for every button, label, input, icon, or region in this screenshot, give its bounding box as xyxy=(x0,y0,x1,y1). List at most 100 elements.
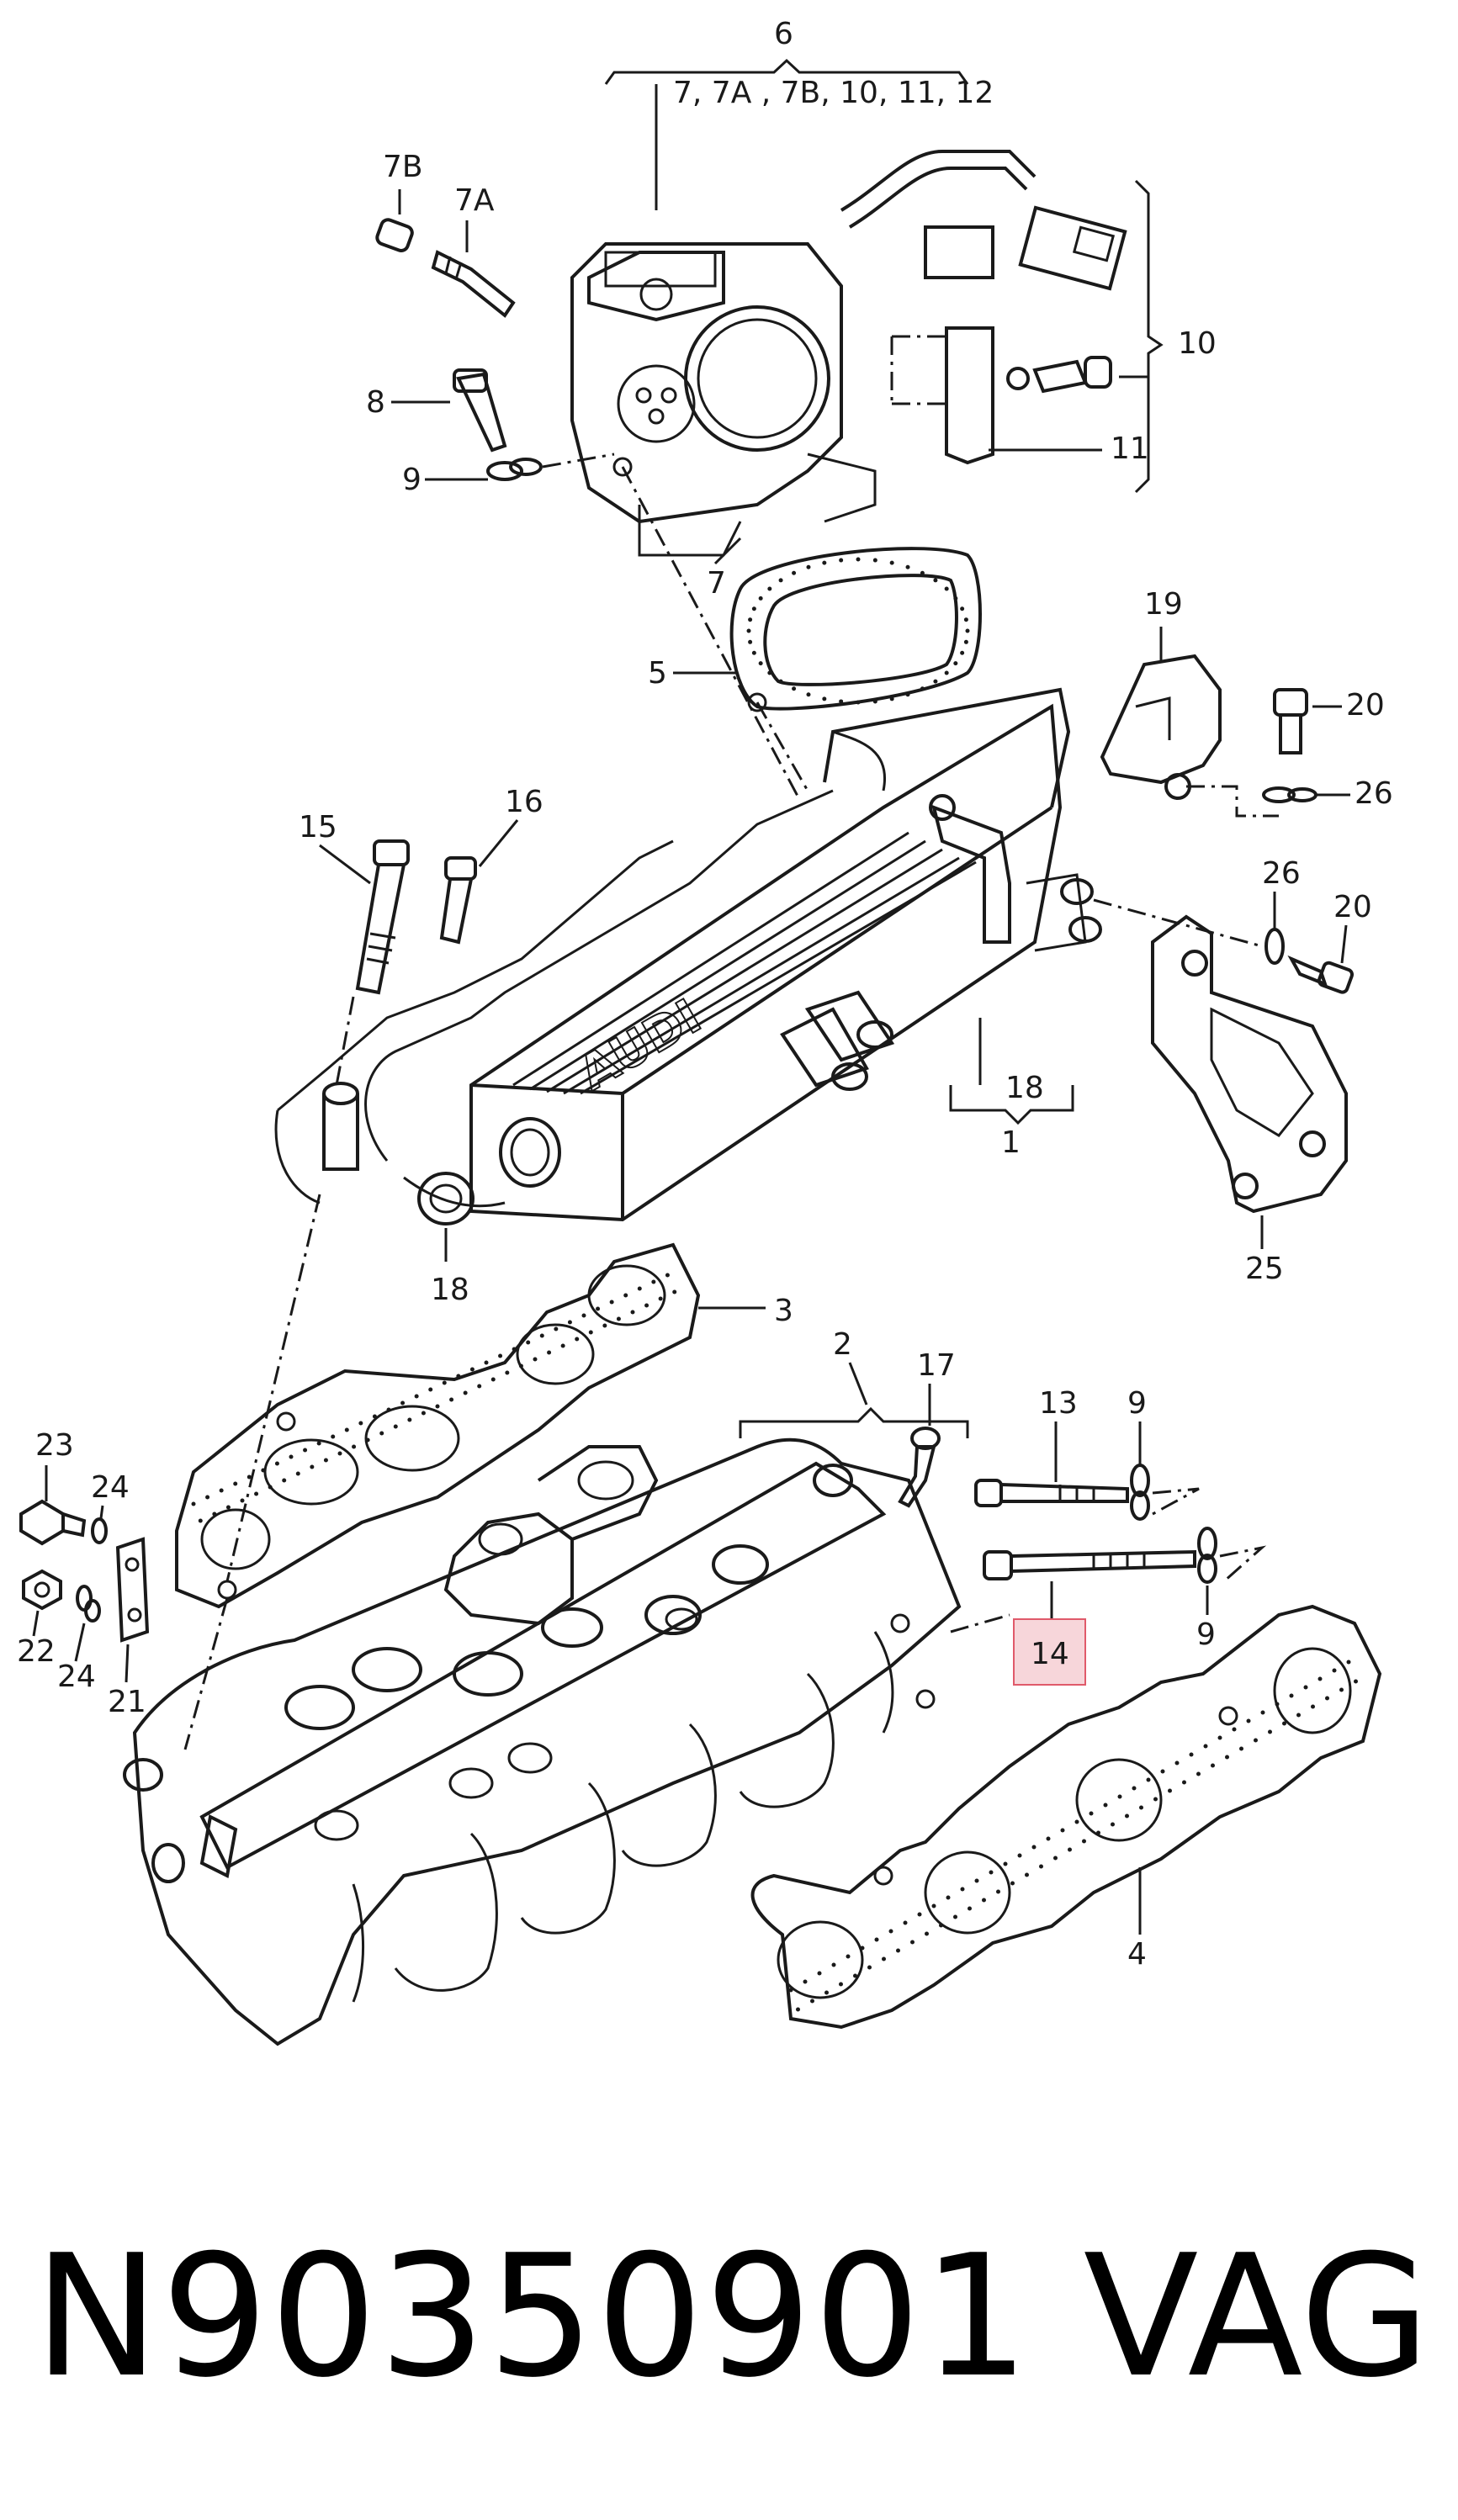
stipple-dot xyxy=(623,1293,628,1298)
stipple-dot xyxy=(1246,1718,1251,1723)
stipple-dot xyxy=(435,1404,440,1409)
stipple-dot xyxy=(1289,1693,1294,1698)
stipple-dot xyxy=(651,1279,656,1284)
gasket-4: 4 xyxy=(750,1604,1382,2030)
stipple-dot xyxy=(644,1303,649,1308)
stipple-dot xyxy=(1254,1738,1258,1743)
stipple-dot xyxy=(953,1914,957,1919)
stipple-dot xyxy=(344,1427,349,1432)
stipple-dot xyxy=(824,1990,829,1995)
stipple-dot xyxy=(751,606,756,611)
callout-11: 11 xyxy=(1111,431,1149,466)
stipple-dot xyxy=(1153,1797,1158,1802)
stipple-dot xyxy=(982,1898,986,1903)
callout-26-lower: 26 xyxy=(1262,856,1301,891)
part-26-lower: 26 xyxy=(1262,856,1301,965)
stipple-dot xyxy=(240,1498,245,1503)
stipple-dot xyxy=(575,1337,580,1342)
stipple-dot xyxy=(637,1286,642,1291)
stipple-dot xyxy=(469,1367,475,1372)
stipple-dot xyxy=(1232,1727,1237,1732)
stipple-dot xyxy=(1060,1828,1065,1833)
part-7B: 7B xyxy=(375,150,423,252)
callout-20-lower: 20 xyxy=(1333,890,1372,924)
stipple-dot xyxy=(505,1370,510,1375)
stipple-dot xyxy=(839,1982,843,1987)
stipple-dot xyxy=(1025,1872,1029,1877)
stipple-dot xyxy=(1296,1713,1301,1718)
stipple-dot xyxy=(463,1390,468,1395)
part-22: 22 xyxy=(17,1569,62,1669)
stipple-dot xyxy=(1282,1721,1286,1726)
stipple-dot xyxy=(856,557,861,562)
stipple-dot xyxy=(567,1320,572,1325)
stipple-dot xyxy=(1303,1685,1308,1690)
stipple-dot xyxy=(233,1481,238,1486)
stipple-dot xyxy=(968,1906,972,1911)
stipple-dot xyxy=(960,650,965,655)
stipple-dot xyxy=(933,679,938,684)
stipple-dot xyxy=(316,1441,321,1446)
callout-9-top: 9 xyxy=(402,463,421,497)
stipple-dot xyxy=(526,1340,531,1345)
stipple-dot xyxy=(925,1931,929,1936)
callout-5: 5 xyxy=(648,656,667,691)
stipple-dot xyxy=(1139,1805,1143,1810)
stipple-dot xyxy=(917,1912,922,1917)
stipple-dot xyxy=(407,1417,412,1422)
callout-9-right-top: 9 xyxy=(1127,1386,1147,1421)
part-23: 23 xyxy=(19,1428,87,1546)
stipple-dot xyxy=(518,1363,523,1369)
callout-15: 15 xyxy=(299,810,337,844)
footer: N90350901 VAG xyxy=(34,2221,1430,2414)
stipple-dot xyxy=(748,617,753,622)
callout-18-upper: 18 xyxy=(1005,1071,1044,1105)
stipple-dot xyxy=(560,1343,565,1348)
stipple-dot xyxy=(860,1946,865,1951)
part-18-ring: 18 xyxy=(417,1172,475,1307)
stipple-dot xyxy=(191,1501,196,1506)
part-21: 21 xyxy=(108,1537,150,1719)
stipple-dot xyxy=(379,1431,384,1436)
stipple-dot xyxy=(831,1962,836,1967)
part-20-upper: 20 xyxy=(1273,688,1385,754)
callout-16: 16 xyxy=(505,785,543,819)
stipple-dot xyxy=(247,1474,252,1480)
stipple-dot xyxy=(963,617,968,622)
stipple-dot xyxy=(533,1357,538,1362)
stipple-dot xyxy=(331,1434,336,1439)
stipple-dot xyxy=(822,696,827,701)
stipple-dot xyxy=(974,1878,979,1883)
stipple-dot xyxy=(839,558,844,563)
part-9-right-bottom: 9 xyxy=(1196,1527,1267,1652)
stipple-dot xyxy=(414,1394,419,1399)
stipple-dot xyxy=(903,1920,908,1925)
stipple-dot xyxy=(1003,1861,1008,1866)
stipple-dot xyxy=(1031,1845,1037,1850)
stipple-dot xyxy=(1189,1752,1194,1757)
stipple-dot xyxy=(1111,1822,1115,1827)
part-24-upper: 24 xyxy=(91,1470,130,1544)
part-19: 19 xyxy=(1100,587,1279,818)
stipple-dot xyxy=(547,1350,552,1355)
stipple-dot xyxy=(963,639,968,644)
stipple-dot xyxy=(1268,1729,1272,1734)
stipple-dot xyxy=(1017,1853,1022,1858)
stipple-dot xyxy=(1117,1794,1122,1799)
stipple-dot xyxy=(788,1988,793,1993)
stipple-dot xyxy=(758,661,763,666)
callout-17: 17 xyxy=(917,1348,956,1383)
stipple-dot xyxy=(1160,1769,1165,1774)
stipple-dot xyxy=(1039,1864,1043,1869)
stipple-dot xyxy=(400,1400,406,1406)
stipple-dot xyxy=(1225,1755,1229,1760)
stipple-dot xyxy=(872,699,877,704)
stipple-dot xyxy=(1318,1676,1323,1681)
highlight-callout-14[interactable]: 14 xyxy=(1013,1618,1086,1686)
callout-4: 4 xyxy=(1127,1937,1147,1972)
callout-14: 14 xyxy=(1031,1637,1069,1671)
stipple-dot xyxy=(806,564,811,569)
stipple-dot xyxy=(1332,1668,1337,1673)
stipple-dot xyxy=(616,1316,621,1321)
